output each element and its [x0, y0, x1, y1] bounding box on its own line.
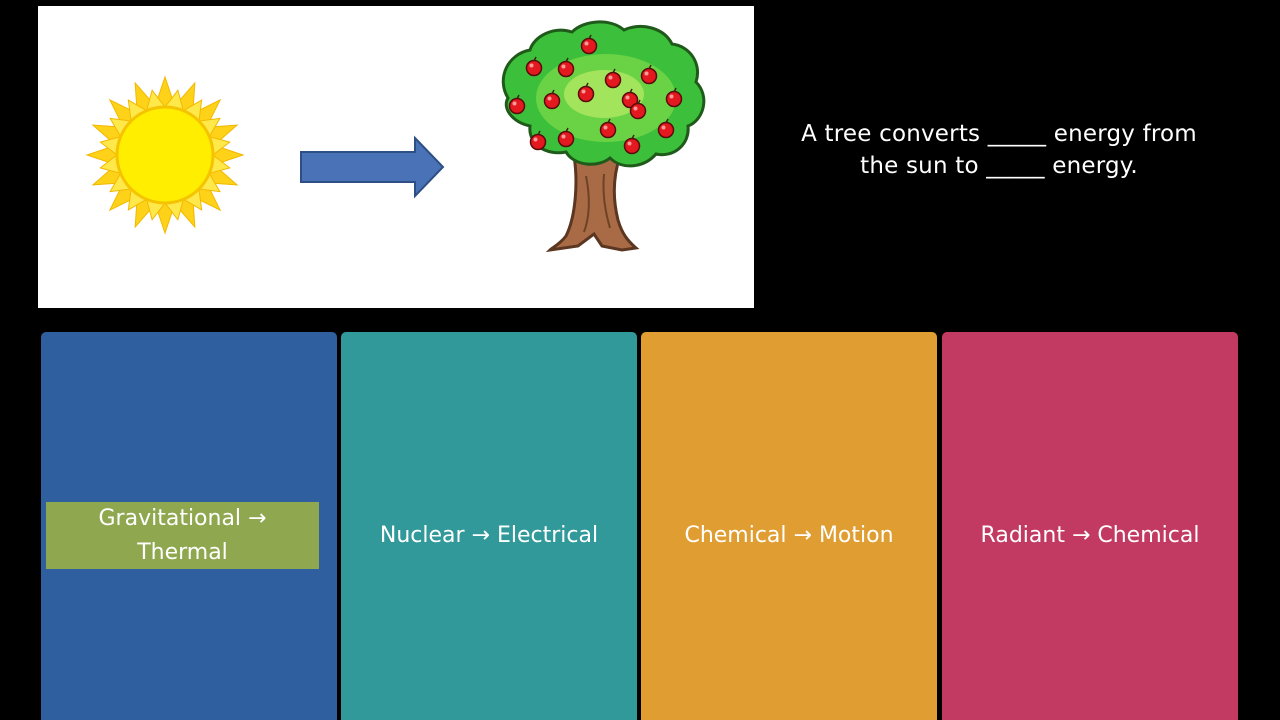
apple-stem [631, 134, 635, 140]
question-text: A tree converts _____ energy from the su… [772, 118, 1226, 182]
apple [580, 37, 598, 55]
question-line-2: the sun to _____ energy. [860, 153, 1138, 179]
apple-stem [612, 68, 616, 74]
apple-highlight [581, 89, 586, 94]
answer-label: Chemical → Motion [684, 523, 894, 548]
apple-highlight [561, 134, 566, 139]
apple [543, 92, 561, 110]
apple-highlight [547, 96, 552, 101]
answer-option-radiant-chemical[interactable]: Radiant → Chemical [942, 332, 1238, 720]
apple-highlight [644, 71, 649, 76]
answer-option-gravitational-thermal[interactable]: Gravitational → Thermal [41, 332, 337, 720]
apple-stem [665, 118, 669, 124]
apple-highlight [608, 75, 613, 80]
apple-stem [565, 57, 569, 63]
apple-highlight [625, 95, 630, 100]
apple-stem [537, 130, 541, 136]
question-line-1: A tree converts _____ energy from [801, 121, 1197, 147]
sun-to-tree-illustration [85, 20, 706, 253]
apple-stem [629, 88, 633, 94]
apple-highlight [627, 141, 632, 146]
apple [557, 130, 575, 148]
apple [529, 133, 547, 151]
apple-stem [516, 94, 520, 100]
answer-option-nuclear-electrical[interactable]: Nuclear → Electrical [341, 332, 637, 720]
apple [657, 121, 675, 139]
apple [557, 60, 575, 78]
apple [640, 67, 658, 85]
apple-highlight [661, 125, 666, 130]
picture-panel [38, 6, 754, 308]
apple [604, 71, 622, 89]
apple [525, 59, 543, 77]
answer-label-highlight: Gravitational → Thermal [46, 502, 319, 569]
apple-highlight [561, 64, 566, 69]
apple-stem [607, 118, 611, 124]
apple-highlight [603, 125, 608, 130]
apple [599, 121, 617, 139]
answer-label-line-2: Thermal [137, 539, 228, 565]
right-arrow-icon [300, 135, 445, 199]
answer-label-line-1: Gravitational → [98, 505, 267, 531]
sun-image [85, 75, 245, 235]
apple-stem [533, 56, 537, 62]
apple [629, 102, 647, 120]
apple-stem [637, 99, 641, 105]
apple-highlight [633, 106, 638, 111]
apple [623, 137, 641, 155]
answer-label: Radiant → Chemical [980, 523, 1200, 548]
apple-highlight [529, 63, 534, 68]
apple-stem [648, 64, 652, 70]
apple-highlight [533, 137, 538, 142]
apple [665, 90, 683, 108]
apple-stem [565, 127, 569, 133]
apple-tree-image [501, 20, 706, 253]
answer-option-chemical-motion[interactable]: Chemical → Motion [641, 332, 937, 720]
apple-stem [585, 82, 589, 88]
apple-stem [673, 87, 677, 93]
apple-stem [551, 89, 555, 95]
apple-highlight [512, 101, 517, 106]
apple-highlight [584, 41, 589, 46]
apple [577, 85, 595, 103]
apple-stem [588, 34, 592, 40]
apple [508, 97, 526, 115]
apple-highlight [669, 94, 674, 99]
answer-label: Nuclear → Electrical [379, 523, 599, 548]
